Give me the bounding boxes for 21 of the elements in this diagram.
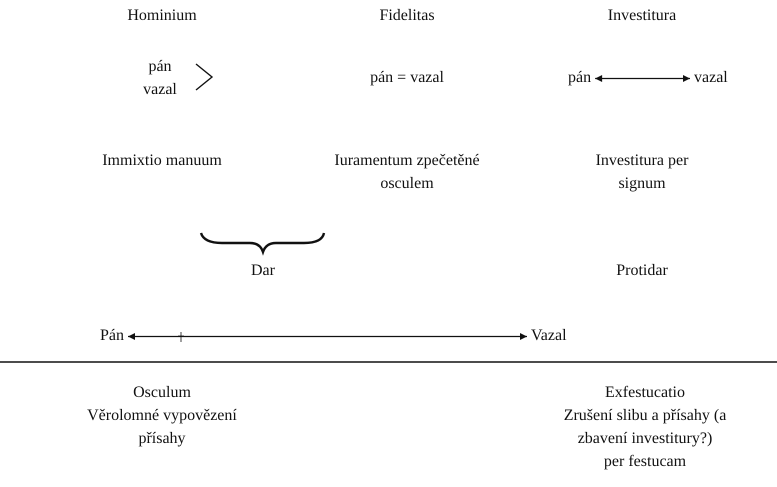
- term-text: Exfestucatio: [604, 383, 686, 403]
- term-text: Dar: [250, 261, 276, 281]
- relation-text: pán = vazal: [369, 68, 445, 88]
- double-arrow: [128, 333, 527, 340]
- column-heading: Fidelitas: [378, 6, 436, 26]
- term-text: Immixtio manuum: [101, 151, 223, 171]
- term-text: Investitura per signum: [594, 151, 690, 194]
- term-text: Vazal: [531, 324, 567, 347]
- term-text: vazal: [694, 66, 728, 89]
- double-arrow: [595, 75, 690, 82]
- term-text: pán: [568, 66, 592, 89]
- description-text: Zrušení slibu a přísahy (a zbavení investitury?): [562, 406, 728, 449]
- column-heading: Hominium: [126, 6, 198, 26]
- relation-text: pán vazal: [142, 57, 178, 100]
- description-text: Věrolomné vypovězení přísahy: [86, 406, 238, 449]
- description-text: per festucam: [602, 452, 688, 472]
- term-text: Iuramentum zpečetěné osculem: [333, 151, 481, 194]
- term-text: Pán: [100, 324, 124, 347]
- term-text: Protidar: [615, 261, 669, 281]
- term-text: Osculum: [132, 383, 192, 403]
- column-heading: Investitura: [606, 6, 678, 26]
